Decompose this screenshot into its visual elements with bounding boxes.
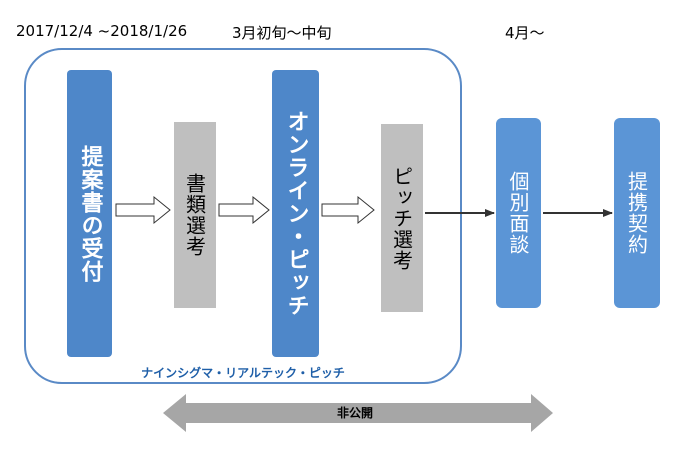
step-interview-label: 個別面談 (506, 171, 530, 255)
step-proposal-label: 提案書の受付 (77, 144, 103, 283)
step-pitch-screening-label: ピッチ選考 (389, 165, 414, 271)
hollow-arrow-3 (321, 195, 375, 225)
step-partnership-label: 提携契約 (624, 171, 649, 255)
period-label-3: 4月～ (505, 24, 545, 42)
step-online-pitch: オンライン・ピッチ (272, 70, 319, 357)
step-online-pitch-label: オンライン・ピッチ (283, 110, 309, 317)
step-doc-screening-label: 書類選考 (182, 173, 207, 257)
private-label: 非公開 (336, 406, 373, 420)
step-interview: 個別面談 (496, 118, 541, 308)
period-label-1: 2017/12/4 ~2018/1/26 (16, 22, 188, 40)
frame-label: ナインシグマ・リアルテック・ピッチ (141, 366, 345, 380)
step-partnership: 提携契約 (614, 118, 660, 308)
step-pitch-screening: ピッチ選考 (381, 124, 423, 312)
step-proposal: 提案書の受付 (67, 70, 112, 357)
hollow-arrow-2 (218, 195, 270, 225)
hollow-arrow-1 (115, 195, 171, 225)
pitch-program-frame (24, 48, 462, 384)
private-range-arrow (163, 394, 553, 432)
period-label-2: 3月初旬～中旬 (232, 24, 332, 42)
step-doc-screening: 書類選考 (174, 122, 216, 308)
